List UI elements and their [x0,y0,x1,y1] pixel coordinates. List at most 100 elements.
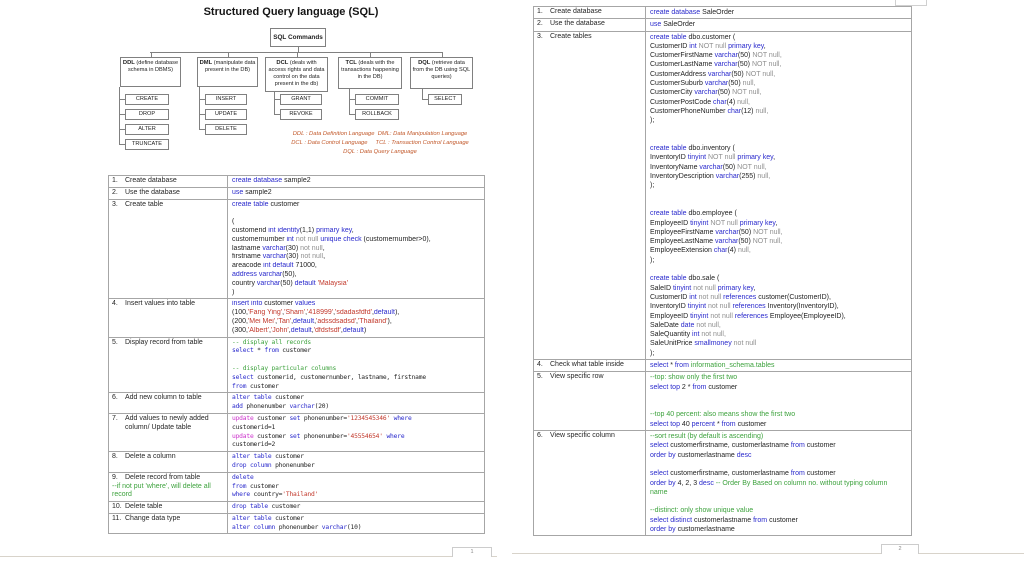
connector-line [298,47,299,52]
action-cell: 8.Delete a column [109,452,228,472]
action-cell: 2.Use the database [109,187,228,199]
table-row: 5.Display record from table-- display al… [109,337,484,394]
connector-line [274,114,280,115]
table-row: 6.View specific column--sort result (by … [534,431,911,536]
table-row: 10.Delete table drop table customer [109,502,484,514]
action-cell: 6.View specific column [534,431,646,536]
page-number-2: 2 [898,546,902,552]
page-title: Structured Query language (SQL) [203,6,379,18]
action-cell: 6.Add new column to table [109,393,228,413]
page-1: Structured Query language (SQL) DDL : Da… [85,0,497,535]
diagram-leaf-box: CREATE [125,94,169,105]
code-cell: create table dbo.customer (CustomerID in… [650,33,846,357]
connector-line [150,52,442,53]
code-cell: drop table customer [232,503,301,511]
action-cell: 3.Create tables [534,31,646,359]
table-row: 1.Create database create database sample2 [109,176,484,188]
page-number-tab-2: 2 [881,544,919,554]
action-cell: 2.Use the database [534,19,646,31]
connector-line [199,129,205,130]
diagram-leaf-box: TRUNCATE [125,139,169,150]
connector-line [228,52,229,57]
action-cell: 11.Change data type [109,513,228,534]
action-cell: 4.Insert values into table [109,299,228,337]
diagram-legend-line: DDL : Data Definition Language DML: Data… [292,131,468,137]
page-break-line-1 [0,556,497,557]
connector-line [119,99,125,100]
code-cell: insert into customer values(100,'Fang Yi… [232,300,400,334]
connector-line [151,52,152,57]
action-note: --if not put 'where', will delete all re… [112,482,211,499]
diagram-root-box: SQL Commands [270,28,326,47]
action-cell: 1.Create database [534,7,646,19]
diagram-branch-box: DQL (retrieve data from the DB using SQL… [410,57,473,89]
diagram-leaf-box: DROP [125,109,169,120]
connector-line [119,87,120,144]
connector-line [422,89,423,99]
code-cell: create table customer (customerid int id… [232,200,431,296]
code-cell: create database sample2 [232,177,311,184]
sql-examples-table-1: 1.Create database create database sample2… [108,175,485,535]
code-cell: use sample2 [232,188,272,196]
connector-line [199,87,200,129]
action-cell: 7.Add values to newly added column/ Upda… [109,413,228,452]
table-row: 2.Use the database use sample2 [109,187,484,200]
diagram-leaf-box: INSERT [205,94,247,105]
diagram-branch-box: DDL (define database schema in DBMS) [120,57,181,87]
connector-line [199,99,205,100]
action-cell: 5.Display record from table [109,337,228,393]
page-break-line-2 [512,553,1024,554]
connector-line [119,144,125,145]
table-row: 9.Delete record from table--if not put '… [109,472,484,503]
page-number-1: 1 [470,549,474,555]
action-cell: 10.Delete table [109,502,228,513]
action-cell: 3.Create table [109,199,228,299]
connector-line [370,52,371,57]
connector-line [119,129,125,130]
diagram-branch-box: DCL (deals with access rights and data c… [265,57,328,92]
connector-line [422,99,428,100]
code-cell: select * from information_schema.tables [650,361,775,369]
code-cell: use SaleOrder [650,21,696,29]
connector-line [349,114,355,115]
table-row: 5.View specific row--top: show only the … [534,372,911,432]
code-cell: update customer set phonenumber='1234545… [232,414,412,449]
connector-line [442,52,443,57]
diagram-branch-box: TCL (deals with the transactions happeni… [338,57,402,89]
connector-line [119,114,125,115]
code-cell: --sort result (by default is ascending)s… [650,433,888,534]
action-cell: 5.View specific row [534,372,646,431]
connector-line [274,92,275,114]
page-number-tab-1: 1 [452,547,492,557]
connector-line [274,99,280,100]
connector-line [199,114,205,115]
table-row: 2.Use the database use SaleOrder [534,19,911,32]
diagram-leaf-box: GRANT [280,94,322,105]
diagram-leaf-box: DELETE [205,124,247,135]
diagram-legend-line: DQL : Data Query Language [343,149,417,156]
diagram-legend-line: DCL : Data Control Language TCL : Transa… [291,140,469,147]
sql-commands-diagram: DDL : Data Definition Language DML: Data… [85,26,497,175]
diagram-leaf-box: SELECT [428,94,462,105]
diagram-leaf-box: ROLLBACK [355,109,399,120]
action-cell: 1.Create database [109,176,228,187]
connector-line [349,89,350,114]
connector-line [349,99,355,100]
page-break-tab-top [895,0,927,6]
diagram-legend: DDL : Data Definition Language DML: Data… [283,130,477,158]
